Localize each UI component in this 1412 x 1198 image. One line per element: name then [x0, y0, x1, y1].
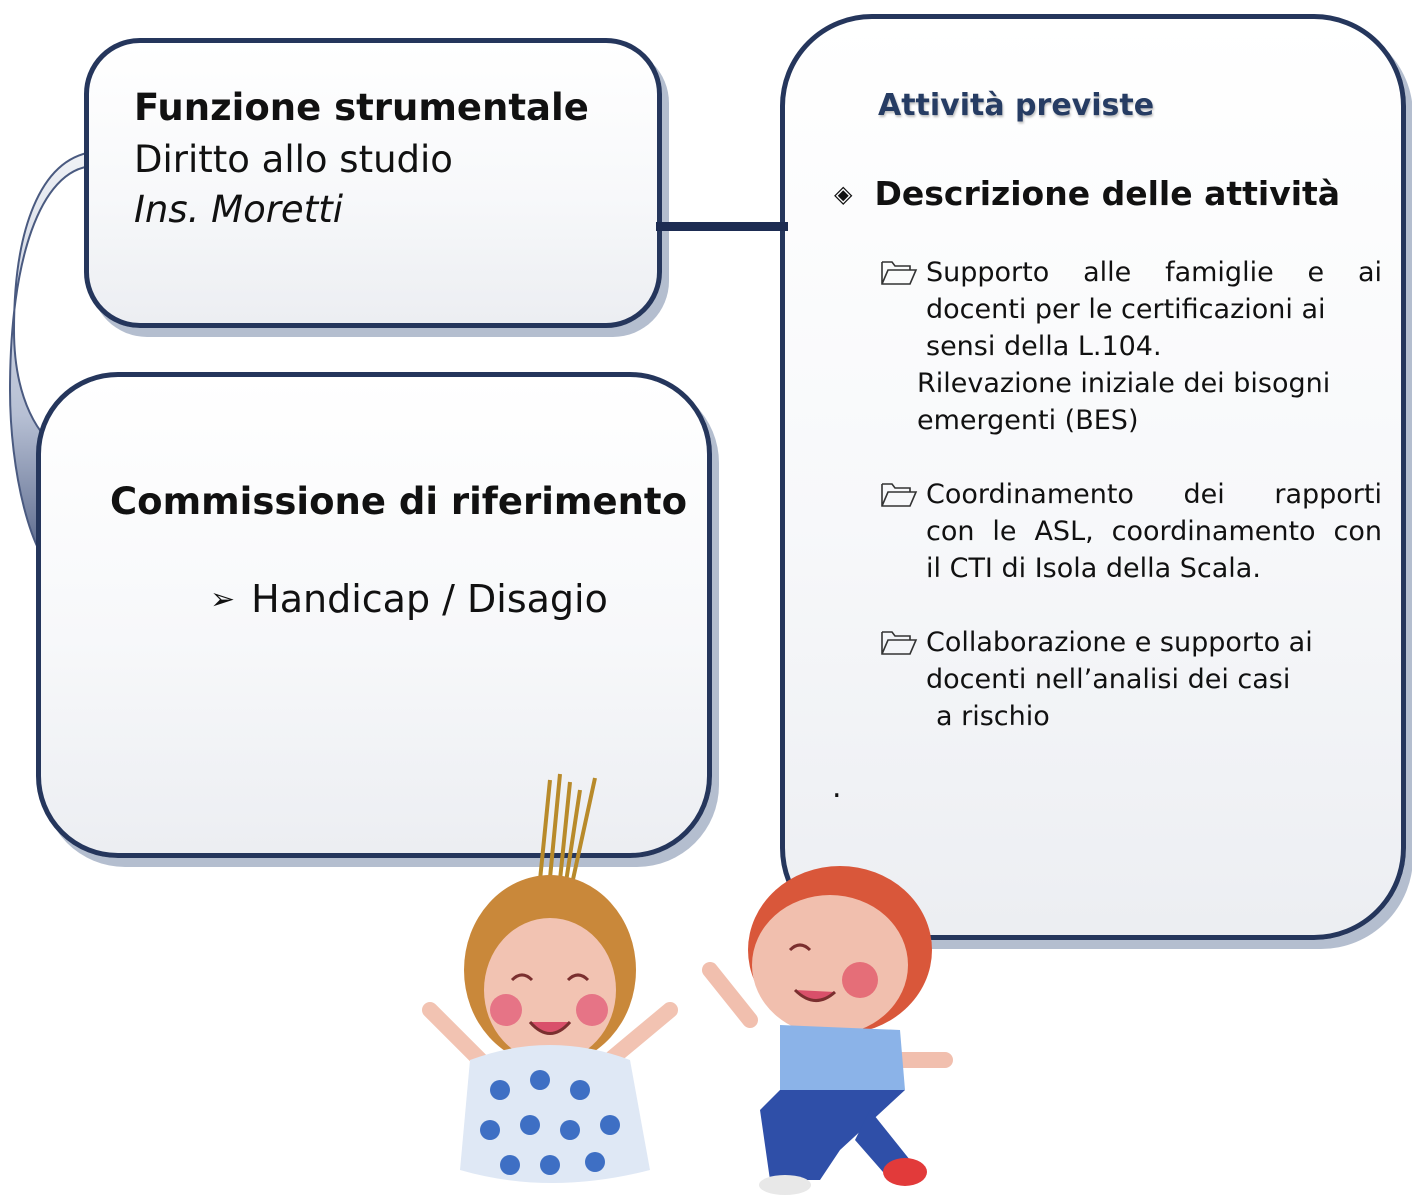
list-item-line: Rilevazione iniziale dei bisogni: [917, 368, 1331, 399]
list-item-line: Supporto alle famiglie e ai: [926, 257, 1382, 288]
funzione-subject: Diritto allo studio: [134, 138, 453, 181]
girl-figure: [422, 773, 678, 1183]
list-item: Collaborazione e supporto ai docenti nel…: [880, 624, 1382, 698]
list-item-line: docenti nell’analisi dei casi: [926, 664, 1291, 695]
funzione-teacher: Ins. Moretti: [134, 188, 343, 231]
commissione-item-label: Handicap / Disagio: [251, 577, 608, 621]
attivita-box: [780, 14, 1406, 940]
connector-line: [656, 222, 788, 231]
attivita-title: Attività previste: [878, 88, 1155, 123]
right-arrowhead-icon: ➢: [210, 581, 236, 617]
list-item-extra: Rilevazione iniziale dei bisogni emergen…: [917, 365, 1330, 439]
attivita-heading: ◈ Descrizione delle attività: [834, 174, 1340, 213]
list-item-line: sensi della L.104.: [926, 331, 1162, 362]
list-item-extra: a rischio: [936, 698, 1050, 735]
list-item-line: emergenti (BES): [917, 405, 1139, 436]
commissione-box: [36, 372, 712, 858]
list-item-line: con le ASL, coordinamento con: [926, 516, 1382, 547]
list-item-line: il CTI di Isola della Scala.: [926, 553, 1261, 584]
open-folder-icon: [881, 631, 918, 655]
trailing-dot: .: [832, 770, 842, 805]
list-item-line: Collaborazione e supporto ai: [926, 627, 1313, 658]
open-folder-icon: [881, 261, 918, 285]
dancing-children-illustration: [422, 773, 953, 1195]
list-item: Coordinamento dei rapporti con le ASL, c…: [880, 476, 1382, 587]
commissione-item: ➢ Handicap / Disagio: [210, 577, 608, 621]
boy-figure: [702, 866, 953, 1195]
attivita-heading-label: Descrizione delle attività: [874, 174, 1341, 213]
list-item-line: a rischio: [936, 701, 1050, 732]
funzione-title: Funzione strumentale: [134, 86, 589, 129]
diamond-bullet-icon: ◈: [834, 179, 853, 208]
open-folder-icon: [881, 483, 918, 507]
list-item-line: docenti per le certificazioni ai: [926, 294, 1326, 325]
funzione-box: [84, 38, 662, 328]
commissione-title: Commissione di riferimento: [110, 480, 688, 523]
list-item-line: Coordinamento dei rapporti: [926, 479, 1382, 510]
list-item: Supporto alle famiglie e ai docenti per …: [880, 254, 1382, 365]
